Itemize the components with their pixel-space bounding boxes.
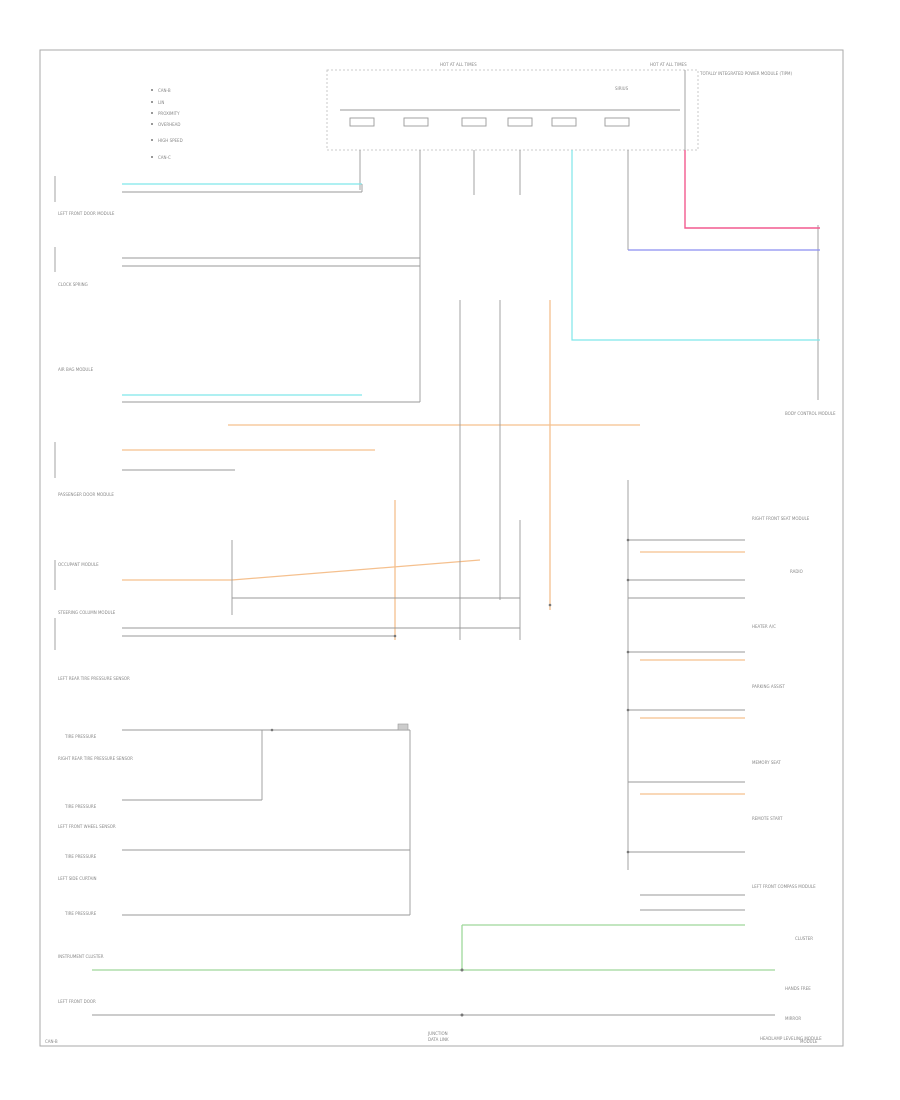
legend-item-1: CAN-B [158, 88, 171, 93]
footer-right: MODULE [800, 1039, 818, 1044]
parking-assist-label: PARKING ASSIST [752, 684, 785, 689]
legend-item-5: HIGH SPEED [158, 138, 183, 143]
left-side-curtain-label: LEFT SIDE CURTAIN [58, 876, 97, 881]
bottom-row: INSTRUMENT CLUSTER CLUSTER HANDS FREE LE… [45, 936, 822, 1044]
hands-free-label: HANDS FREE [785, 986, 811, 991]
passenger-door-label: PASSENGER DOOR MODULE [58, 492, 114, 497]
tire-pressure-1: TIRE PRESSURE [64, 734, 97, 739]
legend-item-3: PROXIMITY [158, 111, 180, 116]
center-verticals [122, 300, 745, 911]
tipm-label: TOTALLY INTEGRATED POWER MODULE (TIPM) [699, 71, 792, 76]
steering-column-module: STEERING COLUMN MODULE [54, 610, 116, 650]
orange-wires [122, 300, 745, 795]
remote-start-label: REMOTE START [752, 816, 783, 821]
fuse-drops [359, 150, 629, 340]
clock-spring-label: CLOCK SPRING [58, 282, 88, 287]
right-modules: RIGHT FRONT SEAT MODULE RADIO HEATER A/C… [752, 516, 816, 889]
footer-left: CAN-B [45, 1039, 58, 1044]
occupant-module: OCCUPANT MODULE [54, 560, 99, 590]
can-b-wire-vertical [571, 150, 820, 341]
left-front-compass-label: LEFT FRONT COMPASS MODULE [752, 884, 816, 889]
tire-pressure-3: TIRE PRESSURE [64, 854, 97, 859]
tire-pressure-4: TIRE PRESSURE [64, 911, 97, 916]
green-wires [92, 924, 775, 971]
memory-seat-label: MEMORY SEAT [752, 760, 781, 765]
fuse-box-right-label: HOT AT ALL TIMES [650, 62, 687, 67]
mirror-label: MIRROR [785, 1016, 801, 1021]
tipm-block: HOT AT ALL TIMES HOT AT ALL TIMES SIRIUS… [326, 62, 792, 151]
steering-column-label: STEERING COLUMN MODULE [58, 610, 116, 615]
left-front-door-label: LEFT FRONT DOOR MODULE [58, 211, 115, 216]
legend-item-2: LIN [158, 100, 164, 105]
right-rear-tire-label: RIGHT REAR TIRE PRESSURE SENSOR [58, 756, 133, 761]
occupant-module-label: OCCUPANT MODULE [58, 562, 99, 567]
head-lamp-leveling-label: HEADLAMP LEVELING MODULE [760, 1036, 822, 1041]
left-bundle-wires [122, 184, 421, 403]
legend: CAN-B LIN PROXIMITY OVERHEAD HIGH SPEED … [151, 88, 183, 160]
passenger-door-module: PASSENGER DOOR MODULE AIR BAG MODULE [54, 367, 235, 497]
junction-label: JUNCTION [427, 1031, 448, 1036]
tire-sensors: LEFT REAR TIRE PRESSURE SENSOR TIRE PRES… [58, 676, 411, 916]
diagram-frame [39, 49, 844, 1047]
legend-item-4: OVERHEAD [158, 122, 180, 127]
air-bag-label: AIR BAG MODULE [58, 367, 94, 372]
legend-item-6: CAN-C [158, 155, 171, 160]
right-connector-column: BODY CONTROL MODULE [785, 225, 836, 416]
junction-dots [270, 538, 630, 854]
data-link-label: DATA LINK [428, 1037, 449, 1042]
instrument-cluster-label: INSTRUMENT CLUSTER [58, 954, 104, 959]
left-rear-tire-label: LEFT REAR TIRE PRESSURE SENSOR [58, 676, 130, 681]
tire-pressure-2: TIRE PRESSURE [64, 804, 97, 809]
pink-wire [684, 150, 820, 229]
left-front-door-lower-label: LEFT FRONT DOOR [58, 999, 96, 1004]
right-front-seat-label: RIGHT FRONT SEAT MODULE [752, 516, 810, 521]
heater-ac-label: HEATER A/C [752, 624, 776, 629]
body-module-label: BODY CONTROL MODULE [785, 411, 836, 416]
ground-label: SIRIUS [615, 86, 629, 91]
left-front-wheel-label: LEFT FRONT WHEEL SENSOR [58, 824, 116, 829]
clock-spring-group: CLOCK SPRING [54, 176, 88, 287]
radio-label: RADIO [790, 569, 803, 574]
cluster-label: CLUSTER [795, 936, 813, 941]
fuse-box-left-label: HOT AT ALL TIMES [440, 62, 477, 67]
